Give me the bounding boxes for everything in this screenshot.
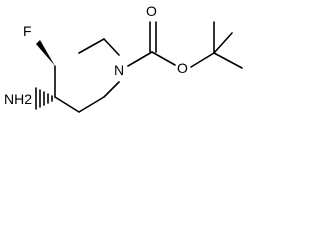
atom-label-fluorine: F (23, 23, 32, 39)
atom-label-amine: NH2 (4, 91, 32, 107)
bond-c5-c4 (54, 96, 80, 113)
piperidine-ring (54, 38, 120, 113)
bond-n1-c6 (103, 81, 120, 98)
wedge-bond-fluorine (36, 40, 55, 66)
bond-c3-c2 (78, 38, 105, 54)
atom-label-ring-nitrogen: N (114, 62, 124, 78)
bond-c6-c5 (78, 96, 105, 113)
hash-bond-amine (35, 87, 53, 110)
bond-c2-n1 (103, 38, 120, 56)
atom-label-carbonyl-oxygen: O (146, 3, 157, 19)
bond-n1-carbonyl (127, 51, 153, 67)
bond-carbonyl-ester-o (151, 51, 176, 66)
atom-label-ester-oxygen: O (177, 60, 188, 76)
bond-tbu-methyl-right (213, 52, 243, 69)
bond-ester-o-tbu (190, 52, 215, 68)
boc-group (127, 21, 243, 69)
molecule-diagram: F NH2 N O O (4, 3, 243, 113)
bond-tbu-methyl-left (213, 32, 233, 54)
